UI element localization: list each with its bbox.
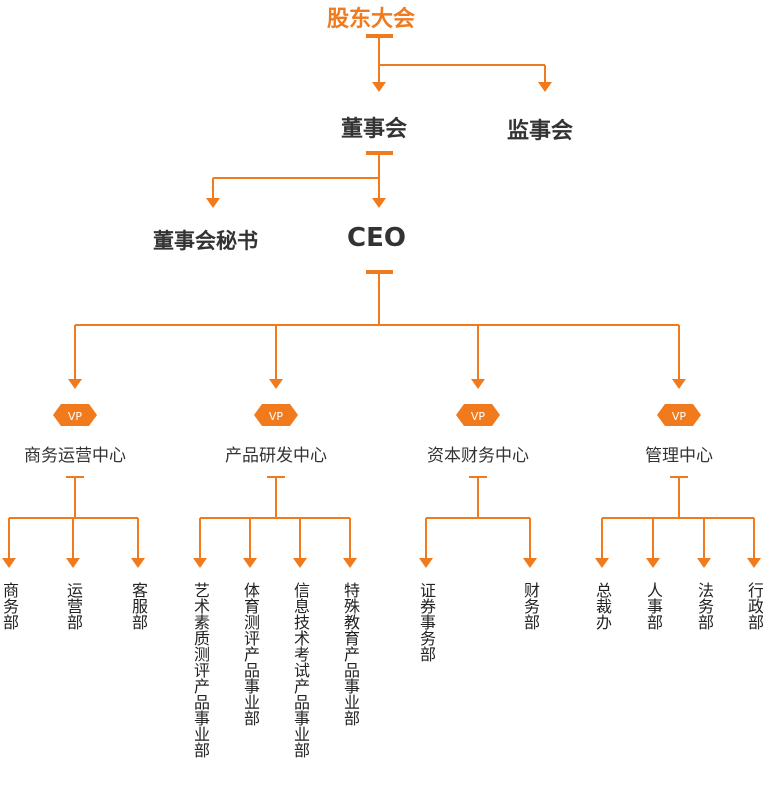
department-label: 体育测评产品事业部 — [241, 582, 260, 726]
department-arrow-icon — [343, 558, 357, 568]
department-arrow-icon — [243, 558, 257, 568]
vp-badge-text: VP — [471, 410, 486, 423]
department-label: 商务部 — [0, 582, 19, 630]
vp-badge-text: VP — [68, 410, 83, 423]
board-label: 董事会 — [341, 117, 408, 142]
board-tee-bar — [366, 151, 393, 155]
center-arrow-icon-0 — [68, 379, 82, 389]
vp-badge-text: VP — [269, 410, 284, 423]
department-arrow-icon — [2, 558, 16, 568]
department-arrow-icon — [697, 558, 711, 568]
center-name: 商务运营中心 — [24, 446, 126, 466]
shareholders-tee-bar — [366, 34, 393, 38]
department-label: 人事部 — [644, 582, 663, 630]
department-arrow-icon — [523, 558, 537, 568]
department-arrow-icon — [419, 558, 433, 568]
ceo-label: CEO — [347, 223, 406, 253]
department-label: 信息技术考试产品事业部 — [291, 582, 310, 758]
department-arrow-icon — [293, 558, 307, 568]
vp-badge-icon: VP — [456, 404, 500, 426]
department-label: 财务部 — [521, 582, 540, 630]
department-label: 法务部 — [695, 582, 714, 630]
department-arrow-icon — [595, 558, 609, 568]
board-arrow-icon — [372, 82, 386, 92]
center-name: 资本财务中心 — [427, 446, 529, 466]
department-label: 行政部 — [745, 582, 763, 630]
vp-badge-icon: VP — [657, 404, 701, 426]
department-arrow-icon — [66, 558, 80, 568]
department-label: 艺术素质测评产品事业部 — [191, 582, 210, 758]
vp-badge-text: VP — [672, 410, 687, 423]
vp-badge-icon: VP — [254, 404, 298, 426]
supervisors-arrow-icon — [538, 82, 552, 92]
vp-badge-icon: VP — [53, 404, 97, 426]
center-arrow-icon-3 — [672, 379, 686, 389]
center-tee-bar — [66, 476, 84, 478]
center-tee-bar — [469, 476, 487, 478]
department-label: 运营部 — [64, 582, 83, 630]
center-tee-bar — [670, 476, 688, 478]
board-secretary-label: 董事会秘书 — [153, 229, 258, 253]
department-arrow-icon — [747, 558, 761, 568]
department-label: 证券事务部 — [417, 582, 436, 662]
department-arrow-icon — [193, 558, 207, 568]
department-label: 总裁办 — [593, 582, 612, 630]
ceo-arrow-icon — [372, 198, 386, 208]
shareholders-meeting-label: 股东大会 — [327, 7, 416, 32]
department-label: 特殊教育产品事业部 — [341, 582, 360, 726]
center-name: 产品研发中心 — [225, 446, 327, 466]
department-arrow-icon — [131, 558, 145, 568]
center-tee-bar — [267, 476, 285, 478]
secretary-arrow-icon — [206, 198, 220, 208]
supervisors-label: 监事会 — [507, 119, 574, 144]
center-arrow-icon-1 — [269, 379, 283, 389]
ceo-tee-bar — [366, 270, 393, 274]
department-arrow-icon — [646, 558, 660, 568]
center-arrow-icon-2 — [471, 379, 485, 389]
department-label: 客服部 — [129, 582, 148, 630]
center-name: 管理中心 — [645, 446, 713, 466]
